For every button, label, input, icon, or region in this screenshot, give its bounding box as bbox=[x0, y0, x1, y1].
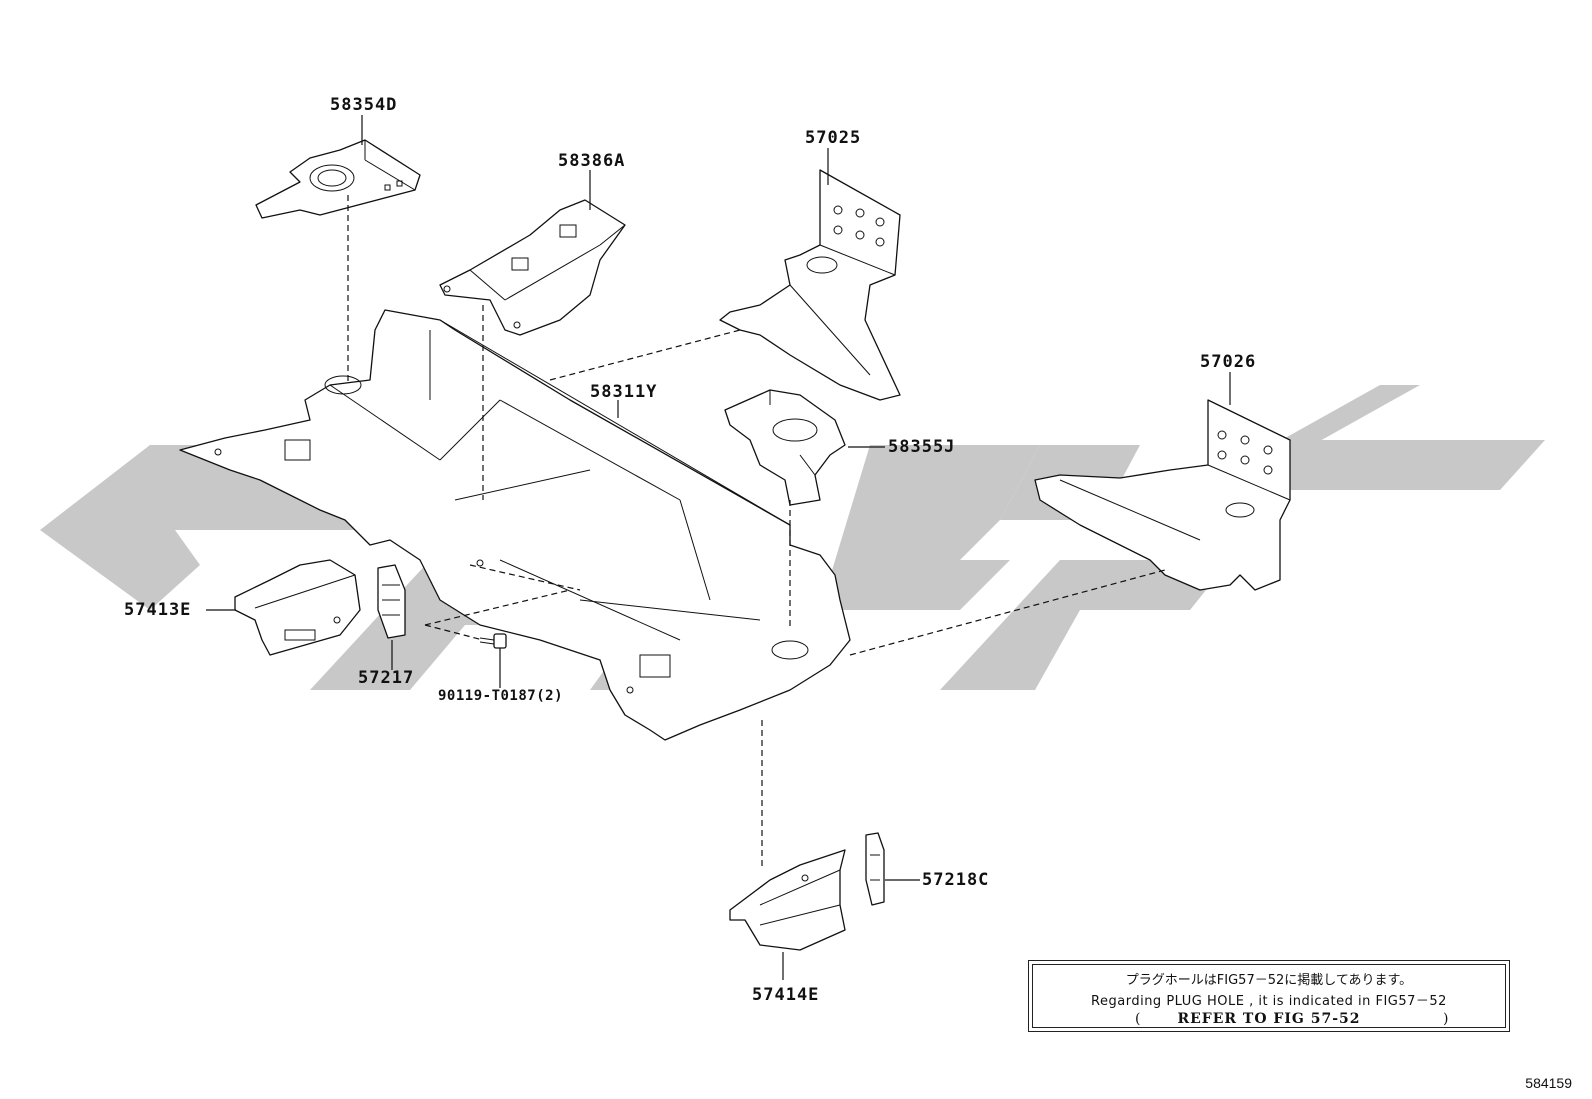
note-ref-text: REFER TO FIG 57-52 bbox=[1177, 1011, 1361, 1027]
part-label: 57414E bbox=[752, 985, 819, 1005]
note-ref-close: ) bbox=[1443, 1011, 1450, 1027]
part-label: 58354D bbox=[330, 95, 397, 115]
part-57025-drawing bbox=[719, 169, 901, 401]
assembly-lines bbox=[347, 195, 1166, 870]
note-ref-open: ( bbox=[1135, 1011, 1142, 1027]
part-58386A-drawing bbox=[439, 199, 626, 336]
part-label: 57026 bbox=[1200, 352, 1256, 372]
part-label: 58386A bbox=[558, 151, 625, 171]
part-label: 57218C bbox=[922, 870, 989, 890]
part-57218C-drawing bbox=[865, 832, 885, 906]
reference-note-inner-border: プラグホールはFIG57－52に掲載してあります。 Regarding PLUG… bbox=[1032, 964, 1506, 1028]
part-90119-drawing bbox=[479, 633, 507, 649]
figure-number: 584159 bbox=[1525, 1075, 1572, 1091]
part-57026-drawing bbox=[1034, 399, 1291, 591]
part-57414E-drawing bbox=[729, 849, 846, 951]
part-label: 57217 bbox=[358, 668, 414, 688]
note-japanese: プラグホールはFIG57－52に掲載してあります。 bbox=[1125, 973, 1413, 988]
part-label: 57413E bbox=[124, 600, 191, 620]
part-label: 90119-T0187(2) bbox=[438, 688, 563, 704]
part-57217-drawing bbox=[377, 564, 406, 639]
part-57413E-drawing bbox=[234, 559, 361, 656]
part-label: 57025 bbox=[805, 128, 861, 148]
part-label: 58311Y bbox=[590, 382, 657, 402]
note-reference: ( REFER TO FIG 57-52 ) bbox=[1033, 1011, 1505, 1027]
part-58355J-drawing bbox=[724, 389, 846, 506]
part-label: 58355J bbox=[888, 437, 955, 457]
part-58311Y-drawing bbox=[179, 309, 851, 741]
part-labels: 58354D 58386A 57025 57026 58311Y 58355J … bbox=[124, 95, 1256, 1005]
note-english: Regarding PLUG HOLE , it is indicated in… bbox=[1091, 994, 1447, 1009]
reference-note-box: プラグホールはFIG57－52に掲載してあります。 Regarding PLUG… bbox=[1028, 960, 1510, 1032]
leader-lines bbox=[206, 115, 1231, 980]
part-58354D-drawing bbox=[255, 139, 421, 219]
